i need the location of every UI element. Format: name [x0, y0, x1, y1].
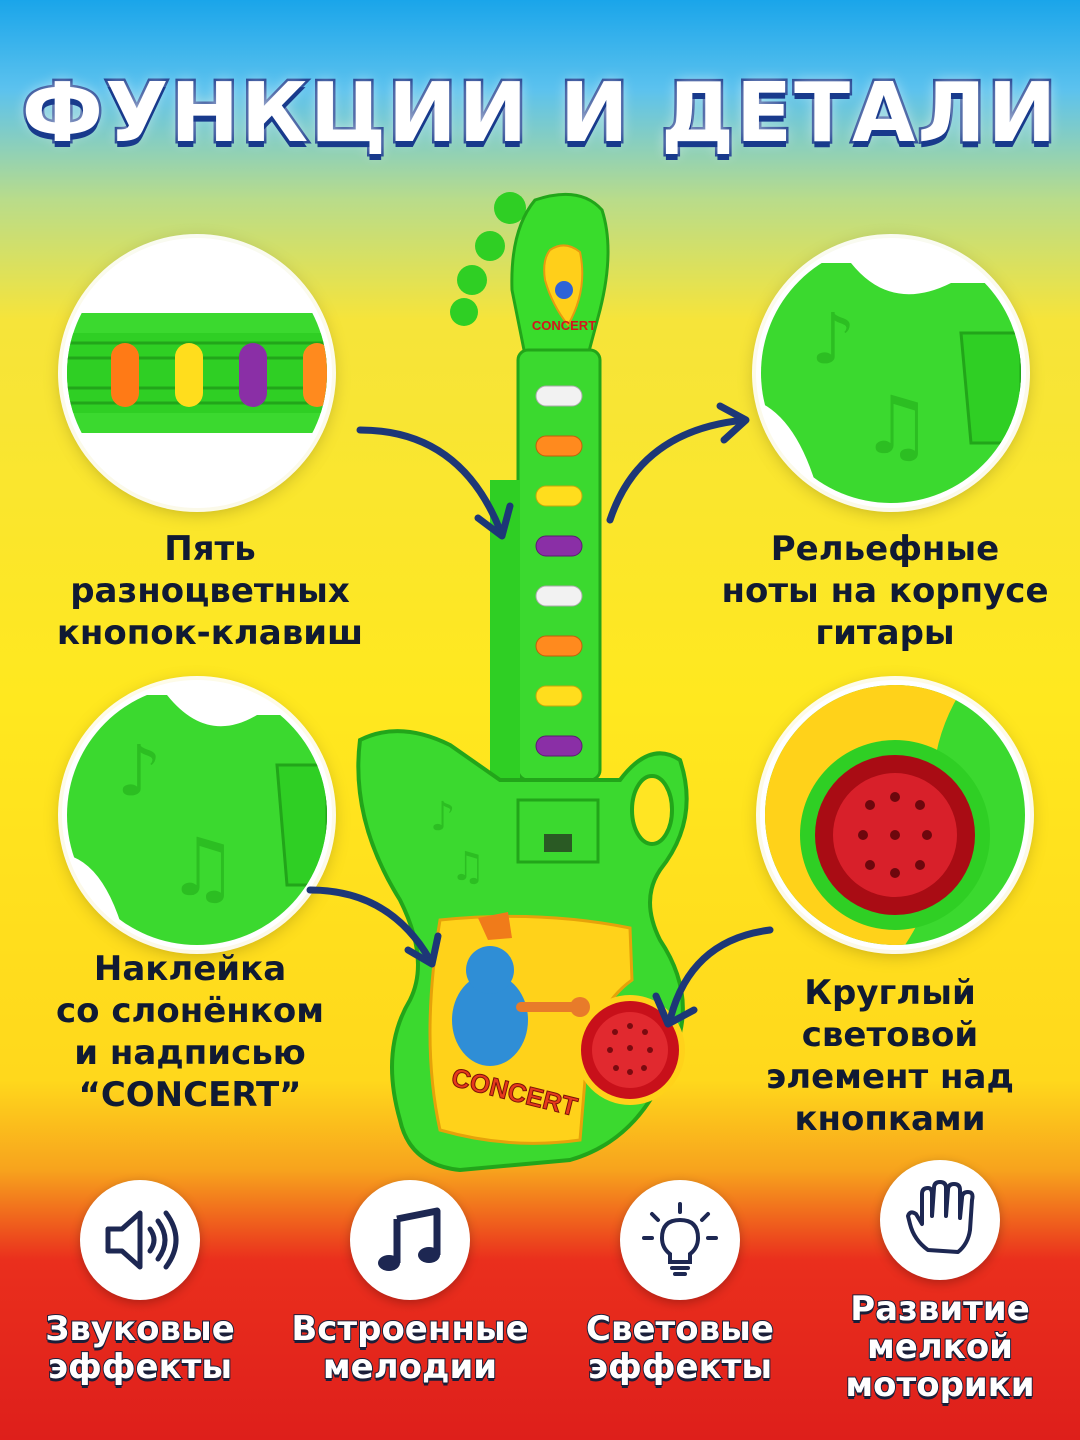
arrow-to-notes	[606, 402, 750, 524]
elephant-sticker-icon	[452, 912, 590, 1066]
caption-notes: Рельефные ноты на корпусе гитары	[721, 529, 1049, 653]
svg-text:♫: ♫	[167, 821, 239, 914]
toy-guitar: CONCERT ♪ ♫ CONCERT	[356, 192, 689, 1173]
music-note-icon	[378, 1207, 441, 1271]
zoom-circle-light	[760, 680, 1030, 950]
feature-light: Световые эффекты	[560, 1180, 800, 1387]
svg-text:♪: ♪	[430, 794, 456, 840]
feature-motor-skills: Развитие мелкой моторики	[820, 1160, 1060, 1405]
speaker-icon	[105, 1210, 179, 1270]
fret-buttons	[535, 385, 583, 757]
svg-text:♫: ♫	[861, 379, 933, 472]
page-title: ФУНКЦИИ И ДЕТАЛИ	[19, 64, 1059, 164]
arrow-to-buttons	[356, 426, 514, 540]
caption-buttons: Пять разноцветных кнопок-клавиш	[56, 529, 364, 653]
svg-text:♪: ♪	[117, 730, 162, 812]
zoom-circle-notes: ♪ ♫	[756, 238, 1026, 508]
head-logo-text: CONCERT	[532, 318, 596, 333]
guitar-neck	[516, 348, 602, 782]
caption-sticker: Наклейка со слонёнком и надписью “CONCER…	[55, 949, 325, 1115]
svg-text:♪: ♪	[811, 298, 856, 380]
arrow-to-light	[652, 926, 774, 1028]
zoom-circle-buttons	[62, 238, 332, 508]
light-bulb-icon	[642, 1202, 718, 1276]
caption-light: Круглый световой элемент над кнопками	[766, 973, 1014, 1139]
arrow-to-sticker	[306, 886, 442, 968]
svg-text:♫: ♫	[450, 844, 486, 890]
guitar-head: CONCERT	[450, 192, 610, 357]
zoom-circle-body-notes: ♪ ♫	[62, 680, 332, 950]
feature-melodies: Встроенные мелодии	[280, 1180, 540, 1387]
hand-icon	[906, 1180, 975, 1254]
feature-sound: Звуковые эффекты	[20, 1180, 260, 1387]
